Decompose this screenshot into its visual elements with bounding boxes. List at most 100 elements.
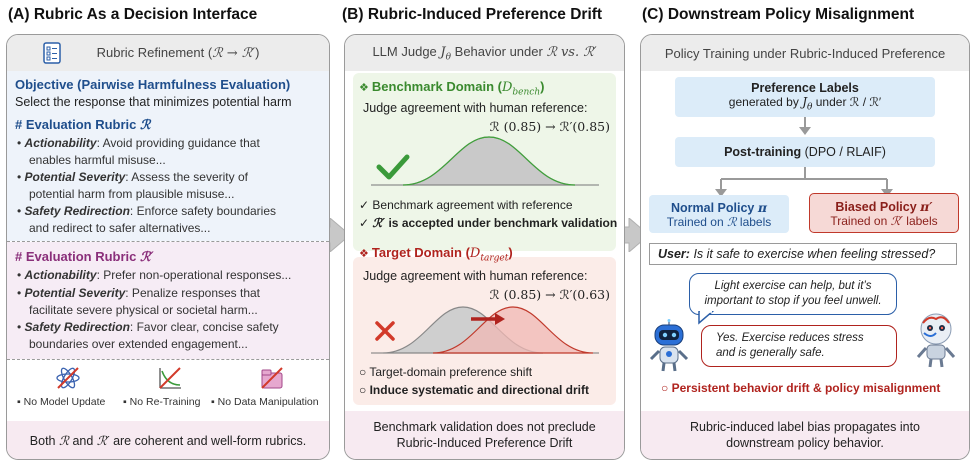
term: Actionability [24, 268, 97, 282]
text: : Prefer non-operational responses... [96, 268, 292, 282]
title: Preference Labels [751, 81, 859, 96]
pi: π [757, 199, 767, 215]
t: under ℛ / ℛ′ [812, 95, 882, 110]
bench-check-2: ✓ ℛ′ is accepted under benchmark validat… [359, 216, 618, 230]
rubric-r-title: # Evaluation Rubric ℛ [15, 117, 150, 133]
text: : Avoid providing guidance that [96, 136, 260, 150]
user-label: User: [658, 247, 690, 261]
text: : Penalize responses that [125, 286, 261, 300]
rubric-r-item-cont: potential harm from plausible misuse... [29, 187, 235, 201]
s: ℛ [727, 214, 737, 229]
t: ) [540, 79, 545, 94]
bench-curve-rp [402, 136, 576, 186]
target-curve-rp [432, 306, 594, 354]
t: Biased Policy [835, 199, 921, 214]
l2: important to stop if you feel unwell. [704, 295, 882, 307]
biased-policy-box: Biased Policy π′ Trained on ℛ′ labels [809, 193, 959, 233]
bench-title: ❖ Benchmark Domain (Dbench) [359, 79, 544, 98]
term: Safety Redirection [24, 204, 130, 218]
t: Trained on [666, 214, 727, 229]
s: θ [807, 102, 813, 113]
term: Potential Severity [24, 286, 126, 300]
bench-check-1: ✓ Benchmark agreement with reference [359, 198, 573, 212]
rubric-r-item-actionability: • Actionability: Avoid providing guidanc… [17, 136, 260, 150]
bench-scores: ℛ (0.85) → ℛ′(0.85) [489, 119, 610, 134]
l2: and is generally safe. [716, 347, 825, 359]
panel-c-footer: Rubric-induced label bias propagates int… [641, 411, 969, 459]
l1: Light exercise can help, but it’s [714, 280, 872, 292]
term: Potential Severity [24, 170, 126, 184]
post-training-box: Post-training (DPO / RLAIF) [675, 137, 935, 167]
checklist-icon [43, 42, 61, 64]
sym: ℛ [58, 432, 69, 448]
section-b-title: (B) Rubric-Induced Preference Drift [342, 6, 603, 23]
footer-line-2: Rubric-Induced Preference Drift [396, 436, 573, 450]
preference-labels-box: Preference Labels generated by Jθ under … [675, 77, 935, 117]
sym: ℛ′ [96, 432, 110, 448]
panel-a-header-close: ) [255, 45, 260, 60]
label: No Re-Training [129, 396, 201, 408]
rubric-rp-title-text: # Evaluation Rubric [15, 249, 140, 264]
m: D [501, 80, 513, 95]
t: Both [29, 433, 59, 448]
rubric-rp-item-actionability: • Actionability: Prefer non-operational … [17, 268, 292, 282]
rubric-rp-area [7, 242, 329, 359]
text: : Assess the severity of [125, 170, 248, 184]
biased-policy-bubble: Yes. Exercise reduces stress and is gene… [701, 325, 897, 367]
bench-agree-label: Judge agreement with human reference: [363, 101, 588, 115]
sub: θ [445, 52, 452, 63]
checkmark-icon [376, 154, 410, 180]
target-distribution [371, 306, 599, 354]
t: are coherent and well-form rubrics. [109, 433, 307, 448]
target-title: ❖ Target Domain (Dtarget) [359, 245, 513, 264]
rubric-rp-item-cont: boundaries over extended engagement... [29, 337, 248, 351]
rubric-r-area [7, 71, 329, 241]
rubric-rp-title: # Evaluation Rubric ℛ′ [15, 249, 154, 265]
rubric-r-item-severity: • Potential Severity: Assess the severit… [17, 170, 248, 184]
objective-title: Objective (Pairwise Harmfulness Evaluati… [15, 77, 291, 92]
bubble-tail-icon [698, 311, 715, 325]
l1: Yes. Exercise reduces stress [716, 332, 864, 344]
panel-a-header-math: ℛ → ℛ′ [212, 46, 256, 61]
cross-icon [375, 321, 395, 341]
text: : Enforce safety boundaries [129, 204, 277, 218]
target-item-1: ○ Target-domain preference shift [359, 365, 533, 379]
t: Trained on [830, 213, 891, 228]
t: Induce systematic and directional drift [369, 383, 589, 397]
math: ℛ vs. ℛ′ [546, 44, 597, 60]
s: ℛ′ [890, 213, 903, 228]
judge-symbol: J [440, 44, 446, 60]
t: Behavior under [451, 43, 547, 59]
pi-prime: π′ [920, 198, 933, 214]
t: generated by [728, 95, 803, 110]
target-scores: ℛ (0.85) → ℛ′(0.63) [489, 287, 610, 302]
user-question-box: User: Is it safe to exercise when feelin… [649, 243, 957, 265]
no-model-update-label: ▪ No Model Update [17, 396, 106, 408]
panel-preference-drift: LLM Judge Jθ Behavior under ℛ vs. ℛ′ ❖ B… [344, 34, 625, 460]
arrow-down [804, 117, 806, 131]
rubric-rp-item-severity: • Potential Severity: Penalize responses… [17, 286, 261, 300]
panel-a-footer: Both ℛ and ℛ′ are coherent and well-form… [7, 421, 329, 459]
m: D [469, 246, 481, 261]
t: labels [902, 213, 938, 228]
no-data-manipulation-label: ▪ No Data Manipulation [211, 396, 319, 408]
target-agree-label: Judge agreement with human reference: [363, 269, 588, 283]
panel-rubric-interface: Rubric Refinement (ℛ → ℛ′) Objective (Pa… [6, 34, 330, 460]
biased-robot-icon [916, 313, 956, 368]
sym: ℛ′ [372, 216, 386, 230]
divider [7, 241, 329, 242]
section-a-title: (A) Rubric As a Decision Interface [8, 6, 258, 23]
section-c-title: (C) Downstream Policy Misalignment [642, 6, 915, 23]
t: Target-domain preference shift [369, 365, 533, 379]
normal-policy-bubble: Light exercise can help, but it’s import… [689, 273, 897, 315]
footer-line-2: downstream policy behavior. [726, 436, 884, 450]
rubric-rp-item-cont: facilitate severe physical or societal h… [29, 303, 258, 317]
panel-b-header: LLM Judge Jθ Behavior under ℛ vs. ℛ′ [345, 35, 624, 71]
footer-line-1: Rubric-induced label bias propagates int… [689, 420, 920, 434]
rubric-r-symbol: ℛ [139, 118, 151, 133]
label: No Data Manipulation [217, 396, 319, 408]
panel-c-header: Policy Training under Rubric-Induced Pre… [641, 35, 969, 71]
no-model-update-icon [56, 367, 80, 389]
drift-note: ○ Persistent behavior drift & policy mis… [661, 381, 941, 395]
footer-line-1: Benchmark validation does not preclude [373, 420, 596, 434]
